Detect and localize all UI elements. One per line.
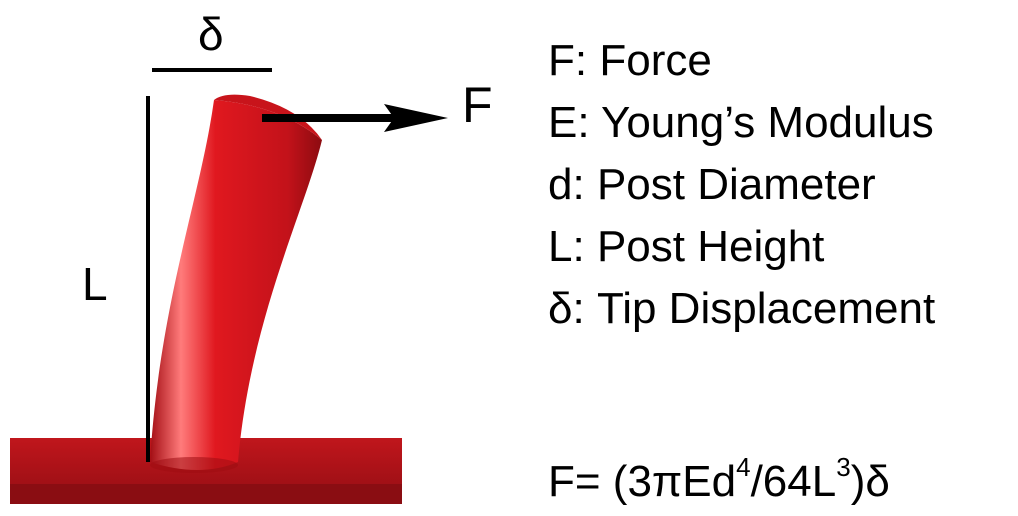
legend-item-post-diameter: d: Post Diameter (548, 154, 935, 216)
micropost-top-face (214, 94, 322, 140)
displacement-label: δ (198, 8, 224, 60)
legend-symbol: L (548, 222, 573, 271)
legend-desc: Tip Displacement (596, 284, 936, 333)
substrate-side-face (10, 484, 402, 504)
legend-sep: : (577, 98, 602, 147)
legend-desc: Young’s Modulus (601, 98, 934, 147)
formula-lhs: F= (548, 457, 613, 506)
legend-symbol: F (548, 36, 575, 85)
formula-main: (3πEd (612, 457, 737, 506)
legend-desc: Post Diameter (596, 160, 876, 209)
legend-sep: : (574, 36, 600, 85)
legend-desc: Post Height (596, 222, 825, 271)
legend-sep: : (572, 222, 597, 271)
legend-item-force: F: Force (548, 30, 935, 92)
legend-sep: : (572, 160, 597, 209)
legend-item-youngs-modulus: E: Young’s Modulus (548, 92, 935, 154)
formula-exp-height: 3 (836, 452, 851, 482)
micropost-body (150, 100, 322, 470)
legend-symbol: δ (548, 284, 573, 333)
force-arrow-head (384, 104, 448, 132)
force-formula: F= (3πEd4/64L3)δ (548, 452, 890, 507)
formula-mid: /64L (750, 457, 837, 506)
formula-tail: )δ (850, 457, 890, 506)
legend-symbol: E (548, 98, 578, 147)
legend-desc: Force (599, 36, 712, 85)
micropost-bottom-shade (150, 457, 238, 473)
legend-item-post-height: L: Post Height (548, 216, 935, 278)
post-deflection-diagram: L δ F (10, 8, 493, 504)
legend-symbol: d (548, 160, 573, 209)
height-label: L (82, 258, 108, 310)
legend-item-tip-displacement: δ: Tip Displacement (548, 278, 935, 340)
legend-sep: : (572, 284, 597, 333)
formula-exp-diameter: 4 (736, 452, 751, 482)
variable-legend: F: Force E: Young’s Modulus d: Post Diam… (548, 30, 935, 340)
force-label: F (462, 77, 493, 133)
force-arrow (262, 104, 448, 132)
micropost (150, 94, 322, 473)
